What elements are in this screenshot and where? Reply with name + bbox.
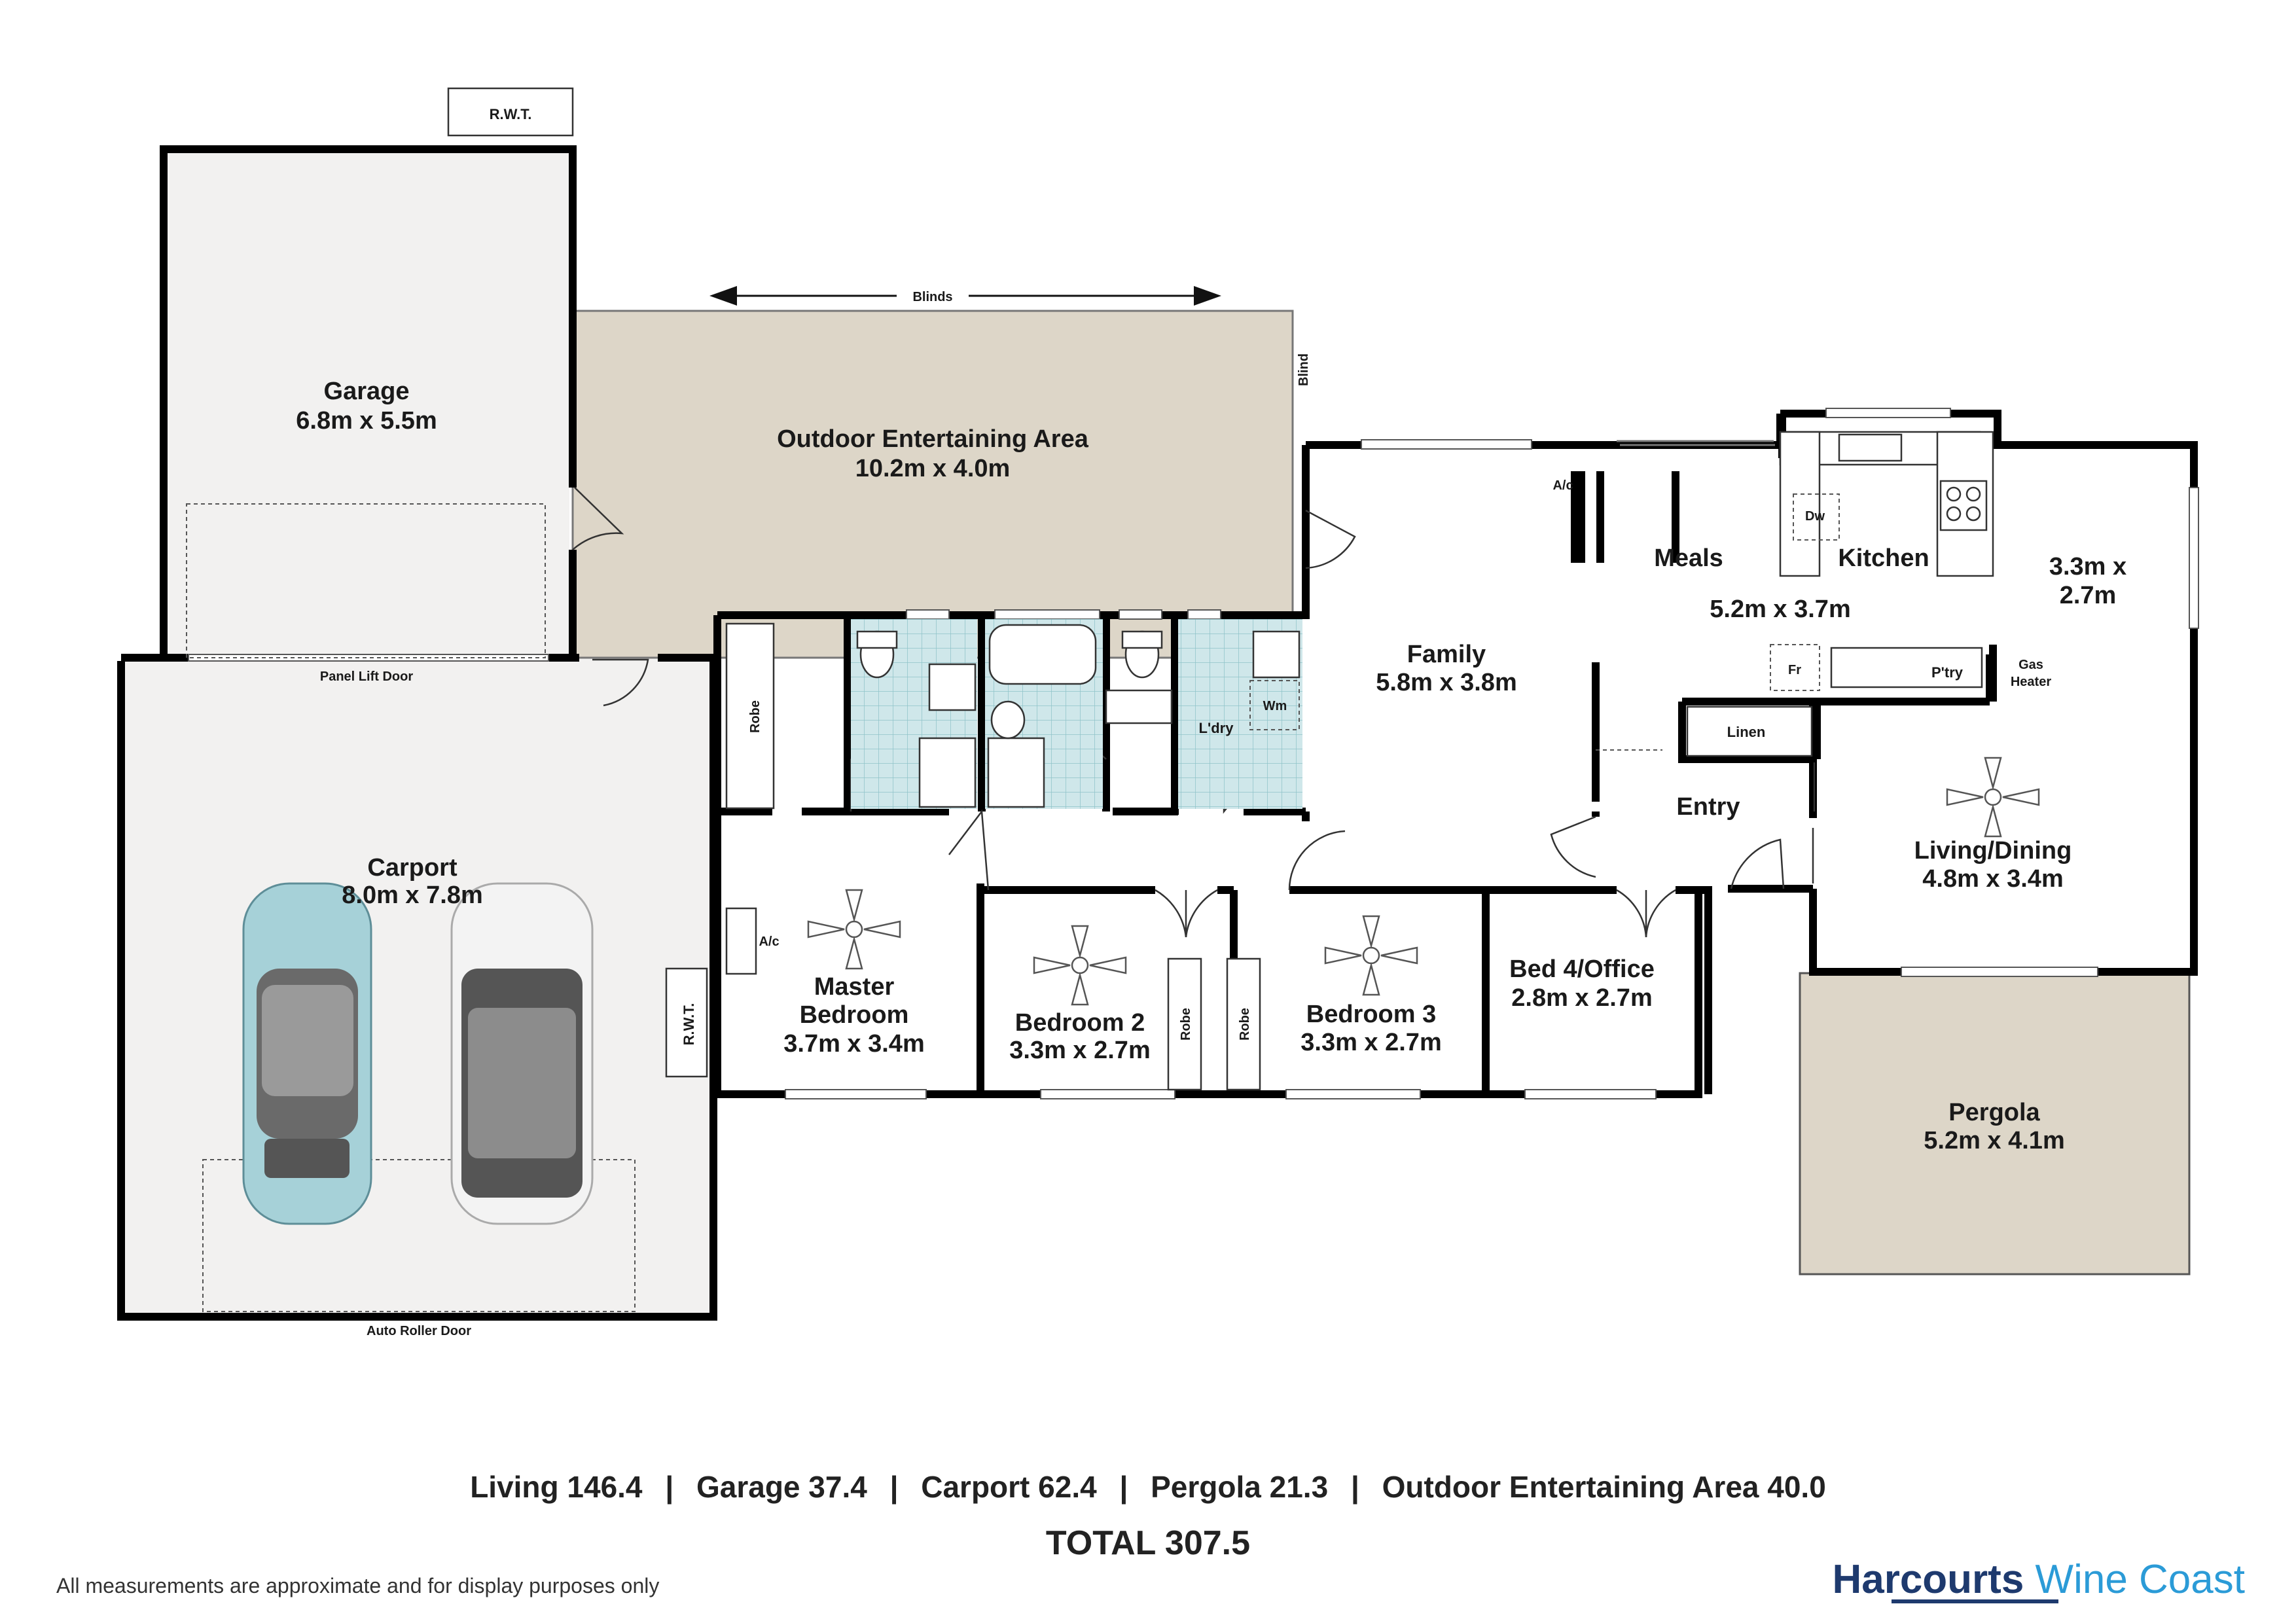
disclaimer: All measurements are approximate and for… — [56, 1574, 660, 1597]
bed2-name: Bedroom 2 — [1015, 1009, 1145, 1037]
robe-master — [725, 622, 775, 810]
family-dim: 5.8m x 3.8m — [1376, 669, 1516, 696]
separator: | — [1119, 1470, 1128, 1504]
wet-areas — [851, 619, 1302, 809]
bed2-dim: 3.3m x 2.7m — [1009, 1037, 1150, 1064]
garage-fill — [164, 147, 569, 658]
family-name: Family — [1407, 641, 1486, 668]
auto-roller-door — [202, 1159, 636, 1312]
garage-dim: 6.8m x 5.5m — [296, 407, 437, 435]
rwt-carport-box — [665, 967, 708, 1078]
windows — [188, 408, 2199, 1099]
dw-label: Dw — [1805, 509, 1825, 524]
ac-unit — [1571, 471, 1585, 563]
robe-bed2 — [1167, 957, 1202, 1091]
bed4-dim: 2.8m x 2.7m — [1511, 984, 1652, 1012]
linen-label: Linen — [1727, 724, 1766, 740]
gas-label-1: Gas — [2018, 658, 2043, 672]
wm-label: Wm — [1263, 699, 1287, 713]
blind-label: Blind — [1297, 353, 1311, 386]
robe-master-label: Robe — [748, 700, 762, 733]
master-name-2: Bedroom — [800, 1001, 909, 1029]
brand-underline — [1892, 1599, 2058, 1603]
fr-label: Fr — [1788, 663, 1801, 677]
entry-name: Entry — [1676, 793, 1740, 821]
bed4-name: Bed 4/Office — [1509, 955, 1655, 983]
garage-name: Garage — [324, 378, 410, 405]
gas-label-2: Heater — [2011, 675, 2051, 689]
blinds-label: Blinds — [912, 290, 952, 304]
carport-dim: 8.0m x 7.8m — [342, 882, 482, 909]
area-living: Living 146.4 — [470, 1470, 643, 1504]
separator: | — [1350, 1470, 1359, 1504]
pantry-label: P'try — [1931, 664, 1964, 681]
carport-name: Carport — [367, 854, 457, 882]
area-outdoor: Outdoor Entertaining Area 40.0 — [1382, 1470, 1826, 1504]
bed3-name: Bedroom 3 — [1306, 1001, 1436, 1028]
meals-name: Meals — [1654, 544, 1723, 572]
meals-dim: 5.2m x 3.7m — [1710, 596, 1850, 623]
kitchen-fixtures — [1672, 431, 1994, 691]
bed3-dim: 3.3m x 2.7m — [1300, 1029, 1441, 1056]
master-name-1: Master — [814, 973, 895, 1001]
ceiling-fans — [807, 757, 2040, 1006]
robe-bed3 — [1226, 957, 1261, 1091]
total-area: TOTAL 307.5 — [1045, 1524, 1251, 1562]
outdoor-name: Outdoor Entertaining Area — [777, 425, 1089, 453]
car-white — [450, 882, 594, 1225]
car-teal — [242, 882, 372, 1225]
robe-bed3-label: Robe — [1238, 1008, 1252, 1041]
rwt-carport-label: R.W.T. — [681, 1003, 697, 1046]
area-garage: Garage 37.4 — [696, 1470, 867, 1504]
brand-name: Harcourts — [1832, 1557, 2024, 1602]
living-name: Living/Dining — [1914, 837, 2072, 865]
area-carport: Carport 62.4 — [921, 1470, 1097, 1504]
auto-roller-label: Auto Roller Door — [367, 1324, 471, 1338]
ac-family-label: A/c — [1552, 478, 1573, 493]
area-summary: Living 146.4 | Garage 37.4 | Carport 62.… — [0, 1469, 2296, 1505]
outdoor-area-fill — [571, 310, 1294, 659]
area-pergola: Pergola 21.3 — [1151, 1470, 1329, 1504]
robe-bed2-label: Robe — [1179, 1008, 1193, 1041]
pergola-name: Pergola — [1948, 1099, 2040, 1126]
pergola-dim: 5.2m x 4.1m — [1924, 1127, 2064, 1154]
living-dim: 4.8m x 3.4m — [1922, 865, 2063, 893]
brand-logo: Harcourts Wine Coast — [1832, 1556, 2245, 1603]
ac-master — [725, 907, 757, 975]
panel-lift-label: Panel Lift Door — [320, 669, 413, 684]
outdoor-dim: 10.2m x 4.0m — [855, 455, 1011, 482]
labels: R.W.T. Blinds Blind Garage 6.8m x 5.5m O… — [296, 106, 2126, 1338]
room33-line1: 3.3m x — [2049, 553, 2126, 580]
rwt-top-label: R.W.T. — [490, 106, 532, 122]
kitchen-name: Kitchen — [1838, 544, 1929, 572]
carport-fill — [121, 658, 713, 1315]
separator: | — [665, 1470, 674, 1504]
rwt-top-box — [447, 87, 574, 137]
room33-line2: 2.7m — [2060, 582, 2117, 609]
area-fills — [121, 147, 2191, 1315]
linen-box — [1686, 705, 1813, 757]
ac-master-label: A/c — [759, 935, 779, 949]
pergola-fill — [1799, 972, 2191, 1275]
separator: | — [889, 1470, 899, 1504]
laundry-label: L'dry — [1199, 720, 1234, 736]
brand-region: Wine Coast — [2035, 1557, 2245, 1602]
master-dim: 3.7m x 3.4m — [783, 1030, 924, 1058]
panel-lift-door — [186, 503, 546, 658]
